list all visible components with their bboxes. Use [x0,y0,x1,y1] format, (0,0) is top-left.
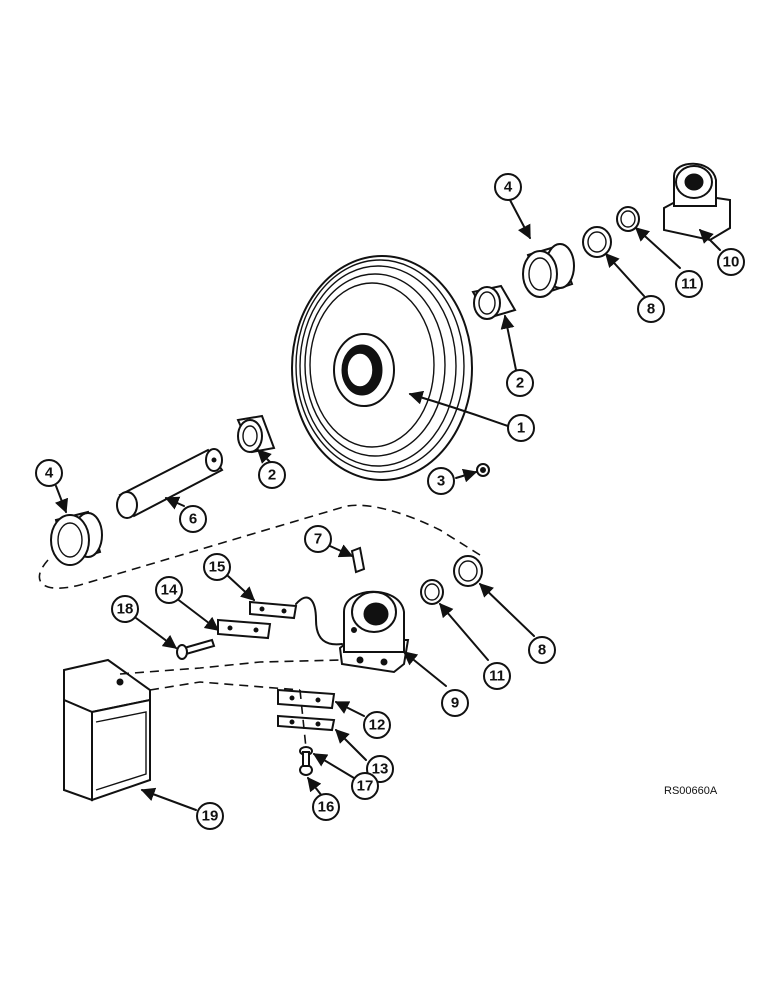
svg-text:8: 8 [538,642,546,659]
snap-ring-left [420,579,444,605]
track-frame [63,658,151,802]
bolt-16 [299,751,313,776]
callout-8-right: 8 [637,295,665,323]
svg-text:8: 8 [647,301,655,318]
svg-text:19: 19 [202,808,219,825]
svg-text:4: 4 [45,465,54,482]
leader-lines [54,199,721,811]
svg-text:17: 17 [357,778,374,795]
svg-text:7: 7 [314,531,322,548]
svg-text:2: 2 [516,375,524,392]
shim-plate-13 [277,714,336,732]
ring-right [582,226,612,258]
callout-11-left: 11 [483,662,511,690]
svg-text:2: 2 [268,467,276,484]
shim-plate-12 [277,688,336,710]
svg-text:4: 4 [504,179,513,196]
grease-fitting [476,463,490,477]
bearing-block-right [663,162,731,242]
snap-ring-right [616,206,640,232]
drawing-reference-code: RS00660A [664,785,718,797]
svg-text:3: 3 [437,473,445,490]
svg-text:11: 11 [489,668,505,685]
svg-text:10: 10 [723,254,740,271]
shaft [116,448,224,519]
callout-15: 15 [203,553,231,581]
callout-18: 18 [111,595,139,623]
callout-2-left: 2 [258,461,286,489]
idler-wheel [291,255,473,481]
svg-text:11: 11 [681,276,697,293]
bushing-right [471,284,517,320]
svg-text:16: 16 [318,799,335,816]
bolt-18 [176,638,216,660]
callout-11-right: 11 [675,270,703,298]
callout-12: 12 [363,711,391,739]
svg-text:12: 12 [369,717,386,734]
callout-2-right: 2 [506,369,534,397]
plate-14 [217,618,272,640]
dashed-guide-lines [38,504,481,749]
bearing-block-left [338,590,410,674]
callout-4-right: 4 [494,173,522,201]
callout-9: 9 [441,689,469,717]
roll-pin [350,546,366,574]
seal-assembly-right [522,243,575,298]
callout-17: 17 [351,772,379,800]
callout-10: 10 [717,248,745,276]
svg-text:14: 14 [161,582,178,599]
callout-3: 3 [427,467,455,495]
svg-text:13: 13 [372,761,389,778]
callout-7: 7 [304,525,332,553]
svg-text:6: 6 [189,511,197,528]
svg-text:1: 1 [517,420,525,437]
ring-left [453,555,483,587]
callout-14: 14 [155,576,183,604]
callout-8-left: 8 [528,636,556,664]
plate-15 [249,600,298,620]
svg-text:18: 18 [117,601,134,618]
callout-16: 16 [312,793,340,821]
callout-4-left: 4 [35,459,63,487]
seal-assembly-left [50,510,103,566]
callout-19: 19 [196,802,224,830]
callout-1: 1 [507,414,535,442]
bushing-left [236,414,276,454]
callout-6: 6 [179,505,207,533]
svg-text:9: 9 [451,695,459,712]
svg-text:15: 15 [209,559,226,576]
